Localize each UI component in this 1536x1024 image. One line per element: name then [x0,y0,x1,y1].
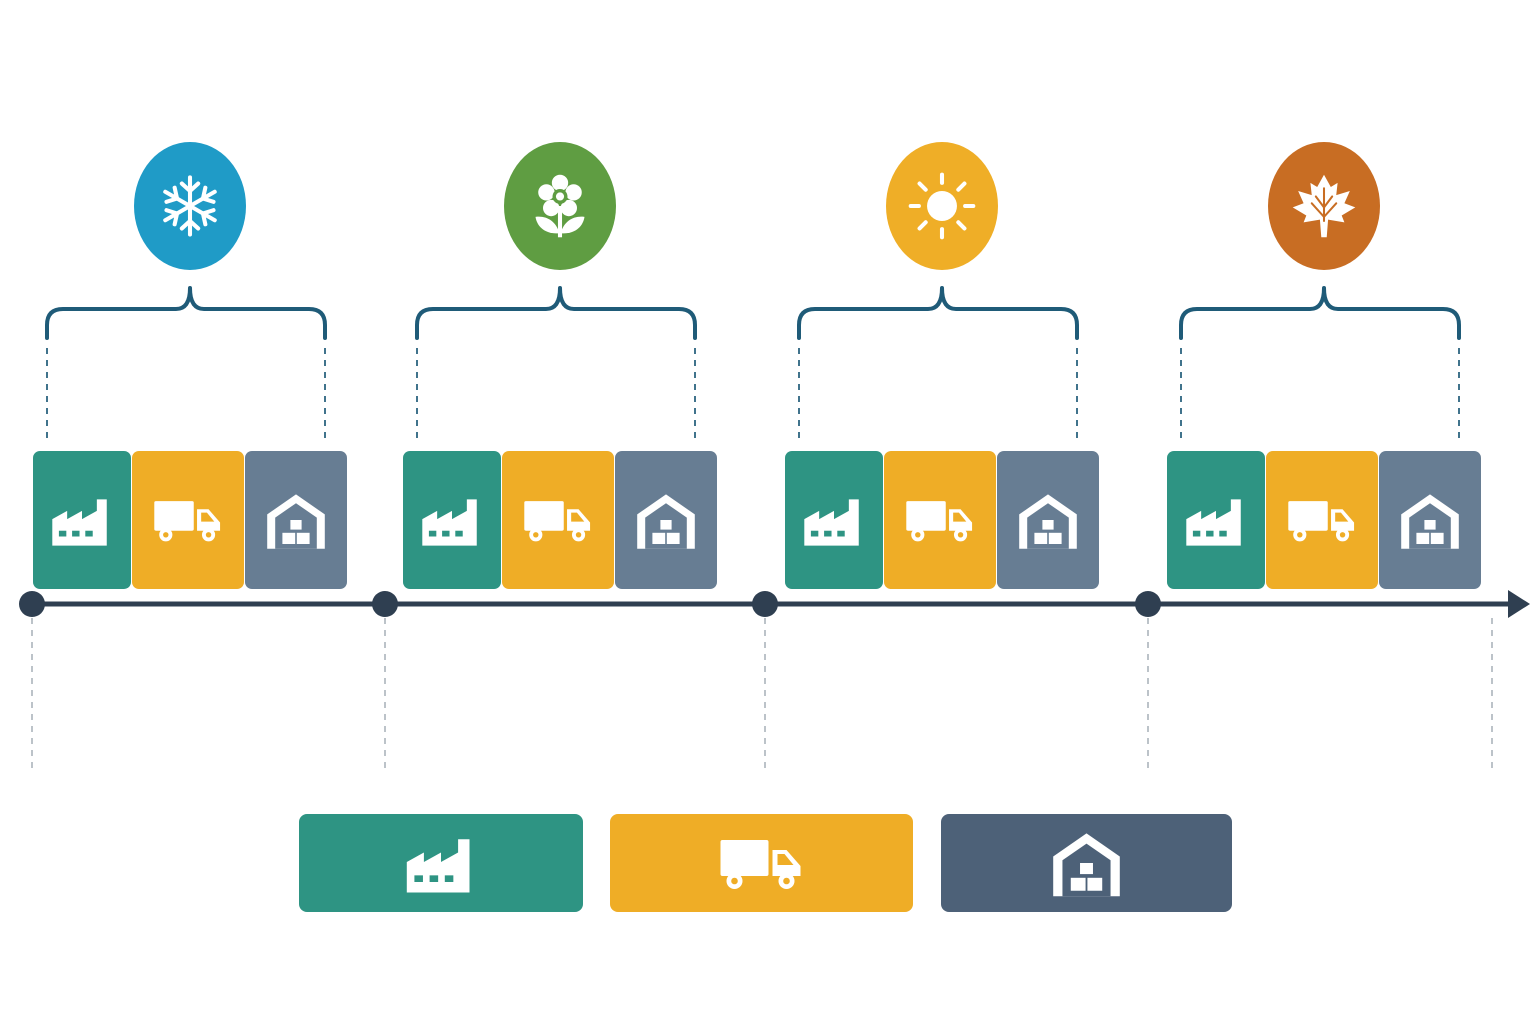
group-brace [1179,286,1461,340]
season-group-winter [33,142,347,589]
season-groups [33,142,1481,589]
group-brace [797,286,1079,340]
sun-icon [911,175,974,238]
timeline-point [1135,591,1161,617]
timeline-point [752,591,778,617]
timeline-point [19,591,45,617]
group-brace [415,286,697,340]
season-group-spring [403,142,717,589]
timeline-axis [19,590,1530,618]
timeline-arrowhead [1508,590,1530,618]
timeline-guides [31,618,1493,768]
stage-legend [299,814,1232,912]
group-brace [45,286,327,340]
season-group-summer [785,142,1099,589]
timeline-point [372,591,398,617]
season-group-autumn [1167,142,1481,589]
